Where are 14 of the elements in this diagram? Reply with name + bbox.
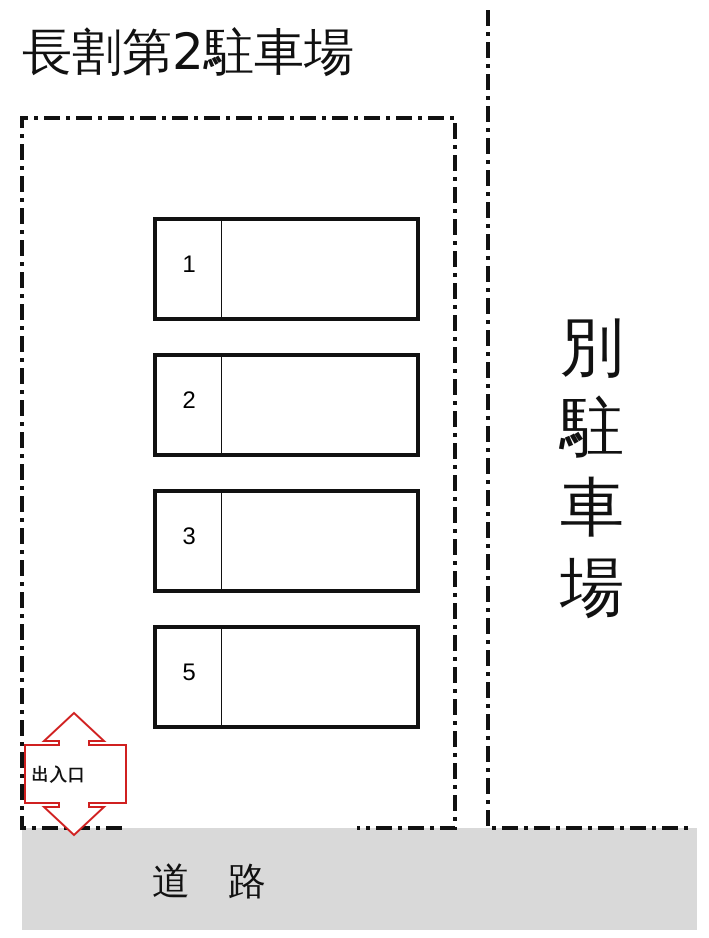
road-label: 道 路	[152, 858, 266, 905]
parking-space	[153, 489, 420, 593]
space-number: 5	[181, 659, 197, 687]
space-number: 3	[181, 523, 197, 551]
space-number: 2	[181, 387, 197, 415]
adjacent-lot-label: 別駐車場	[560, 310, 624, 627]
double-block-arrow	[24, 712, 127, 836]
parking-space	[153, 625, 420, 729]
space-number: 1	[181, 251, 197, 279]
parking-space	[153, 217, 420, 321]
lot-title: 長割第2駐車場	[22, 22, 354, 83]
parking-space	[153, 353, 420, 457]
road	[22, 828, 697, 930]
edge-label: 出入口	[32, 764, 86, 786]
